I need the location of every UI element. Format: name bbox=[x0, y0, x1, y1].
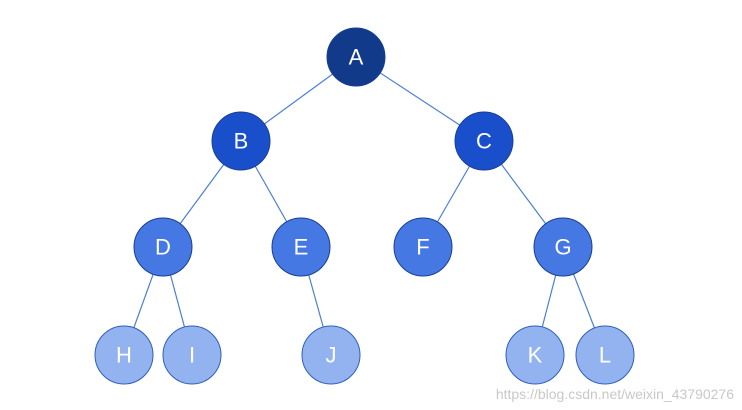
nodes-layer: A B C D E F G H I J K L bbox=[94, 27, 635, 385]
tree-node-e: E bbox=[271, 217, 331, 277]
node-circle-g bbox=[533, 217, 593, 277]
node-label-i: I bbox=[189, 343, 195, 368]
tree-node-a: A bbox=[326, 27, 386, 87]
node-label-h: H bbox=[116, 343, 132, 368]
tree-node-f: F bbox=[393, 217, 453, 277]
tree-node-d: D bbox=[133, 217, 193, 277]
node-circle-l bbox=[575, 325, 635, 385]
tree-node-h: H bbox=[94, 325, 154, 385]
tree-node-j: J bbox=[301, 325, 361, 385]
tree-node-c: C bbox=[454, 111, 514, 171]
edges-layer bbox=[123, 56, 606, 356]
node-label-d: D bbox=[155, 235, 171, 260]
node-circle-j bbox=[301, 325, 361, 385]
node-circle-k bbox=[505, 325, 565, 385]
node-label-a: A bbox=[349, 45, 364, 70]
node-circle-d bbox=[133, 217, 193, 277]
node-circle-e bbox=[271, 217, 331, 277]
node-label-g: G bbox=[554, 235, 571, 260]
node-circle-b bbox=[211, 111, 271, 171]
node-label-f: F bbox=[416, 235, 429, 260]
node-circle-a bbox=[326, 27, 386, 87]
node-label-b: B bbox=[234, 129, 249, 154]
node-circle-f bbox=[393, 217, 453, 277]
node-label-e: E bbox=[294, 235, 309, 260]
tree-node-k: K bbox=[505, 325, 565, 385]
node-circle-h bbox=[94, 325, 154, 385]
tree-node-g: G bbox=[533, 217, 593, 277]
tree-node-l: L bbox=[575, 325, 635, 385]
node-circle-i bbox=[162, 325, 222, 385]
node-label-k: K bbox=[528, 343, 543, 368]
tree-node-b: B bbox=[211, 111, 271, 171]
node-circle-c bbox=[454, 111, 514, 171]
node-label-c: C bbox=[476, 129, 492, 154]
node-label-l: L bbox=[599, 343, 611, 368]
node-label-j: J bbox=[326, 343, 337, 368]
tree-node-i: I bbox=[162, 325, 222, 385]
watermark-text: https://blog.csdn.net/weixin_43790276 bbox=[495, 386, 734, 402]
